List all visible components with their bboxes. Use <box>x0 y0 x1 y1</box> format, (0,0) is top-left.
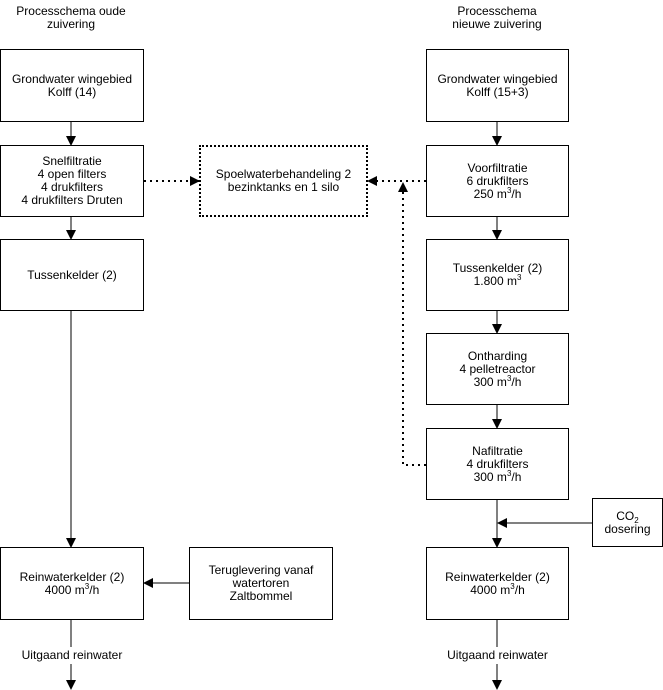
arrow-postfiltration-to-backwash <box>398 182 426 466</box>
backwash-treatment-box: Spoelwaterbehandeling 2 bezinktanks en 1… <box>199 145 368 217</box>
new-clear-water-cellar-box: Reinwaterkelder (2) 4000 m3/h <box>426 547 569 620</box>
old-clear-water-cellar-box: Reinwaterkelder (2) 4000 m3/h <box>0 547 144 620</box>
postfiltration-box: Nafiltratie 4 drukfilters 300 m3/h <box>426 428 569 500</box>
rapid-filtration-box: Snelfiltratie 4 open filters 4 drukfilte… <box>0 145 144 217</box>
heading-new-process: Processchema nieuwe zuivering <box>452 4 542 31</box>
old-intermediate-cellar-box: Tussenkelder (2) <box>0 239 144 311</box>
heading-old-process: Processchema oude zuivering <box>16 4 126 31</box>
new-intermediate-cellar-box: Tussenkelder (2) 1.800 m3 <box>426 239 569 311</box>
co2-dosing-box: CO2 dosering <box>592 498 663 547</box>
new-source-box: Grondwater wingebied Kolff (15+3) <box>426 49 569 122</box>
old-source-box: Grondwater wingebied Kolff (14) <box>0 49 144 122</box>
return-supply-box: Teruglevering vanaf watertoren Zaltbomme… <box>189 547 333 620</box>
old-outgoing-label: Uitgaand reinwater <box>21 648 123 662</box>
new-outgoing-label: Uitgaand reinwater <box>447 648 548 662</box>
softening-box: Ontharding 4 pelletreactor 300 m3/h <box>426 333 569 405</box>
prefiltration-box: Voorfiltratie 6 drukfilters 250 m3/h <box>426 145 569 217</box>
